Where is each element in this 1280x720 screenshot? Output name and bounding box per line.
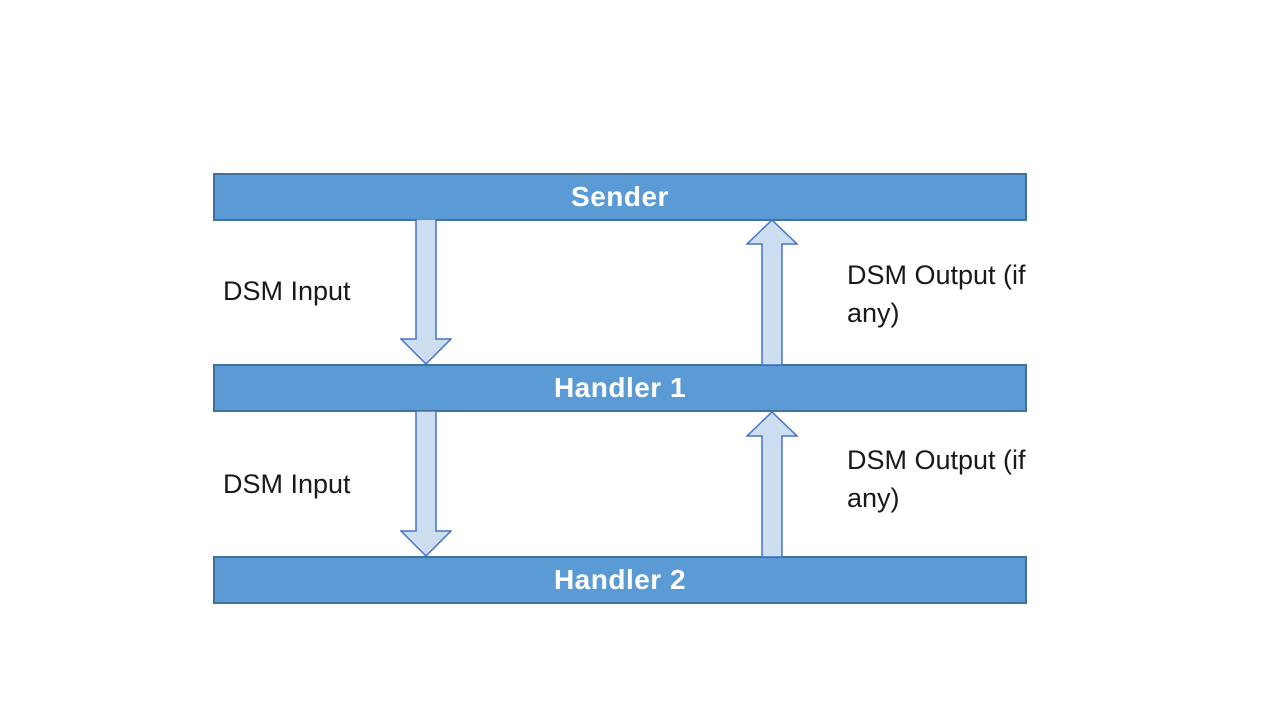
node-sender: Sender [213, 173, 1027, 221]
edge-label-dsm-input-2: DSM Input [223, 469, 351, 499]
edge-label-dsm-output-2: DSM Output (if any) [847, 445, 1034, 513]
node-handler-1-label: Handler 1 [553, 372, 687, 403]
node-handler-2: Handler 2 [213, 556, 1027, 604]
edge-label-dsm-input-1: DSM Input [223, 276, 351, 306]
node-handler-1: Handler 1 [213, 364, 1027, 412]
arrow-down-icon [400, 219, 452, 365]
edge-label-dsm-output-1: DSM Output (if any) [847, 260, 1034, 328]
node-handler-2-label: Handler 2 [553, 564, 687, 595]
node-sender-label: Sender [571, 181, 669, 212]
arrow-up-icon [746, 411, 798, 557]
arrow-down-icon [400, 411, 452, 557]
arrow-up-icon [746, 219, 798, 365]
